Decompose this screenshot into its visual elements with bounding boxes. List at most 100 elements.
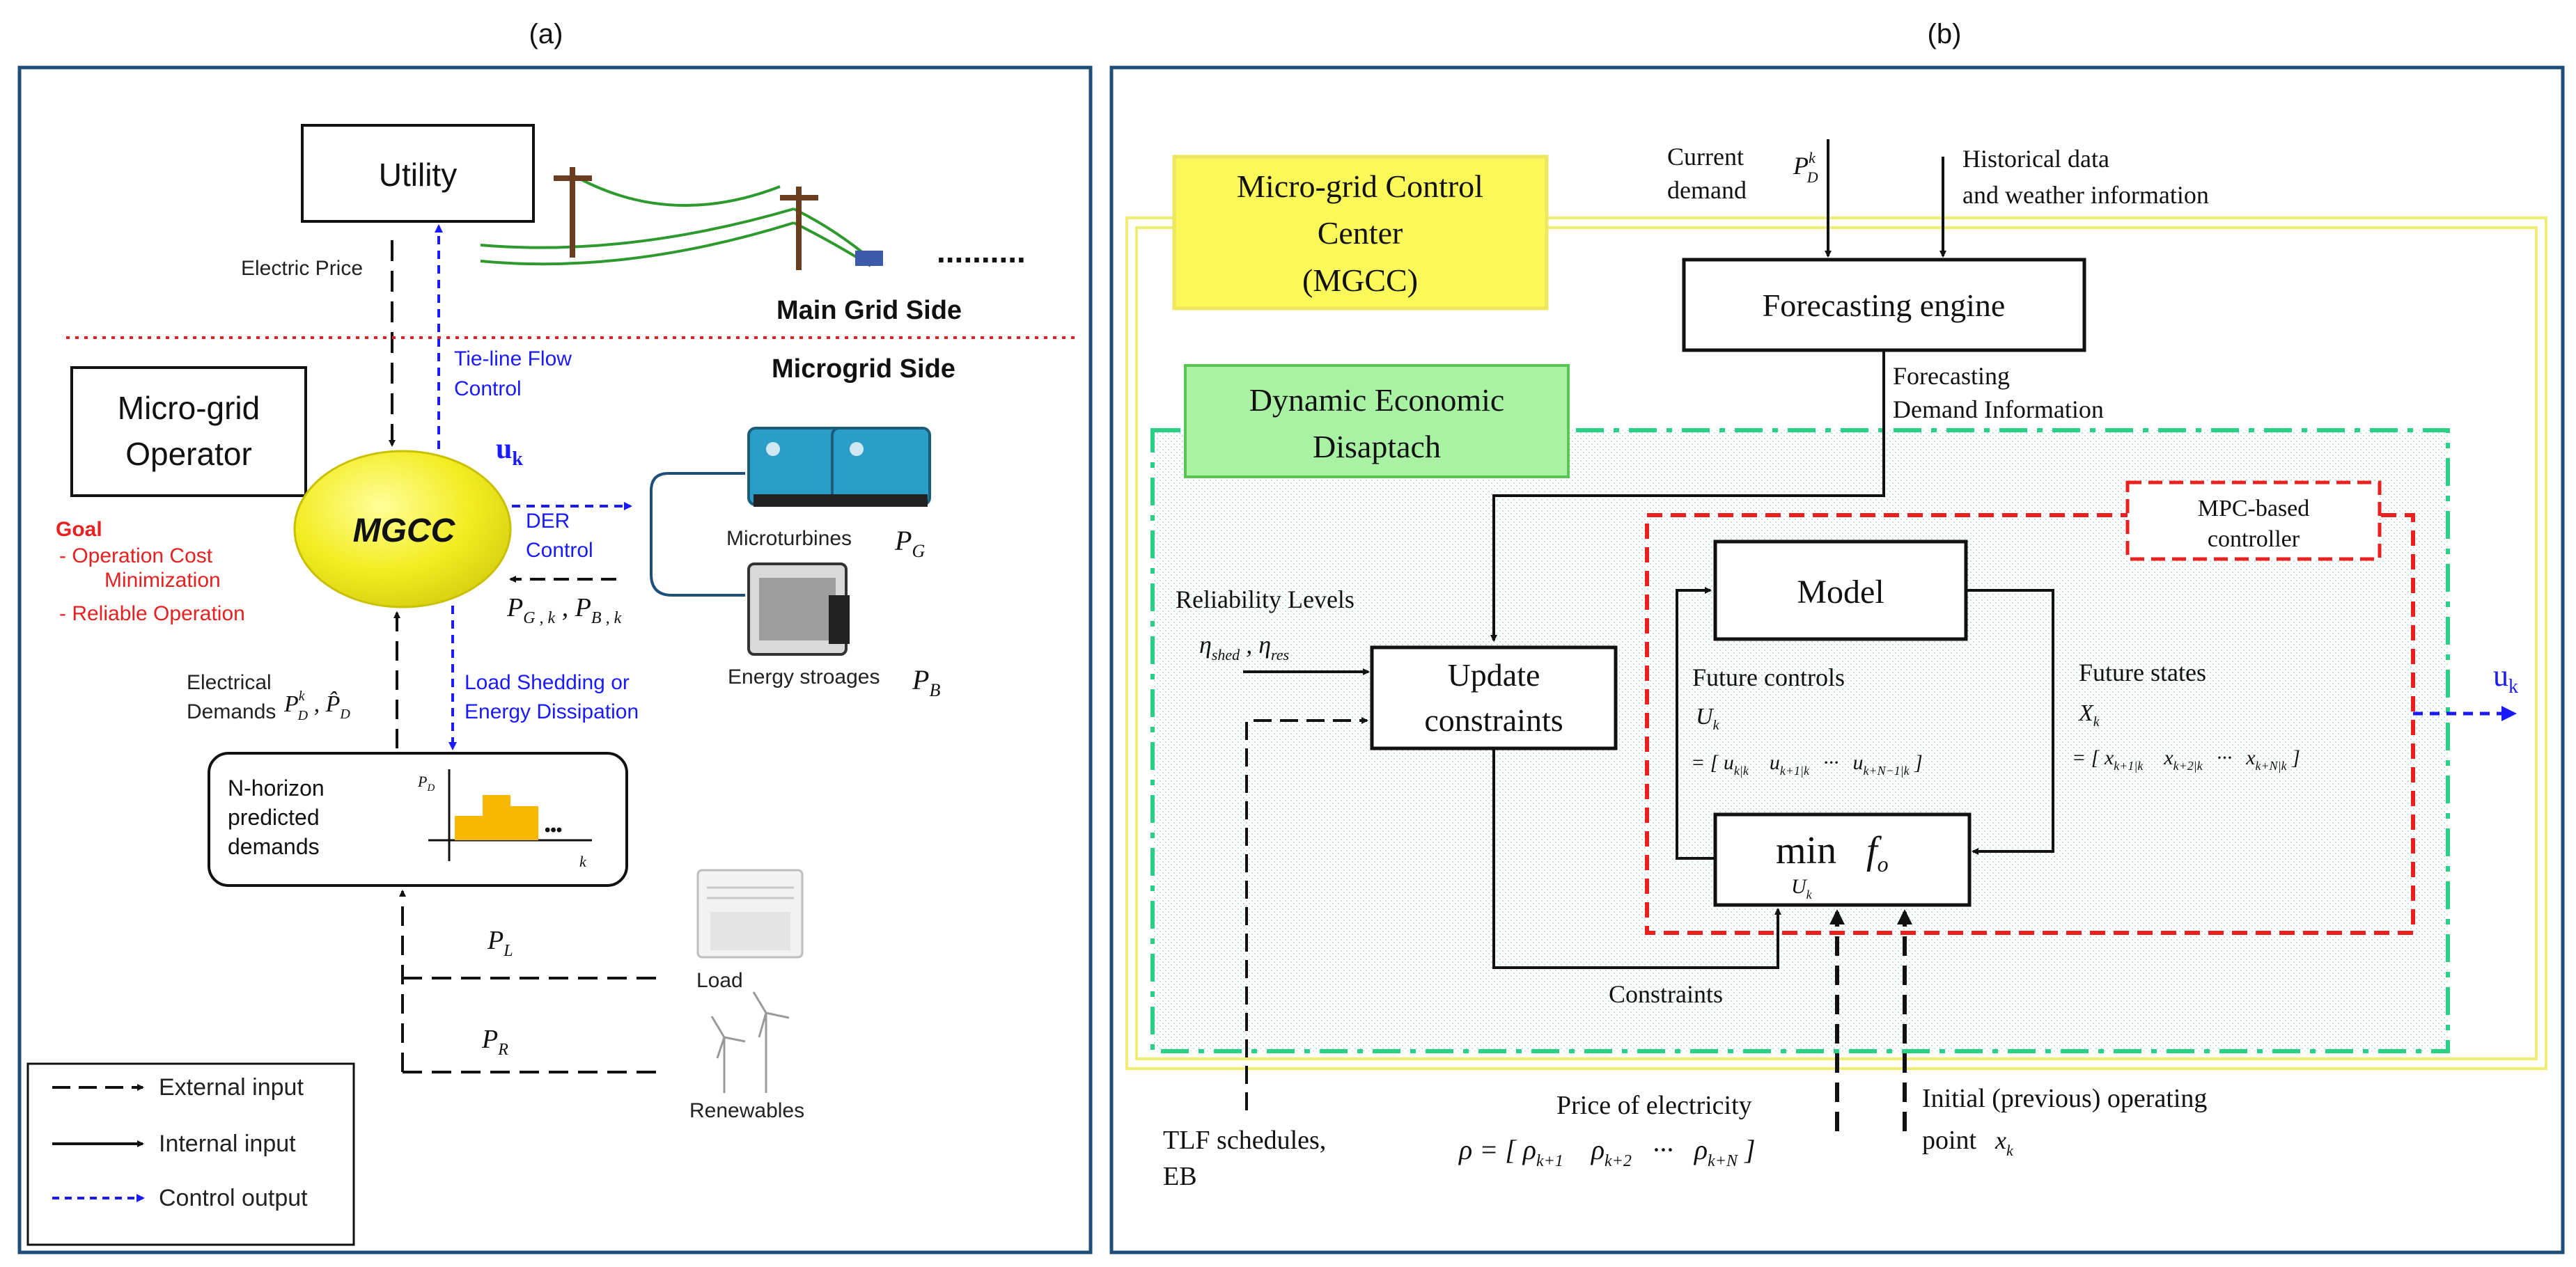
future-controls-label: Future controls [1692, 663, 1845, 691]
xk-label: xk [1995, 1126, 2014, 1159]
current-demand-label-1: Current [1667, 143, 1744, 171]
n-horizon-label-2: predicted [228, 805, 320, 830]
current-demand-label-2: demand [1667, 176, 1747, 204]
goal-item-1b: Minimization [104, 569, 221, 592]
reliability-label: Reliability Levels [1176, 585, 1355, 613]
panel-a-label: (a) [529, 19, 563, 49]
model-to-optimizer-arrow [1966, 589, 2054, 855]
goal-title: Goal [56, 518, 102, 541]
pr-label: PR [481, 1025, 508, 1059]
constraints-label: Constraints [1609, 980, 1723, 1008]
main-grid-side-label: Main Grid Side [776, 296, 962, 325]
utility-label: Utility [379, 157, 457, 193]
mgcc-ellipse [293, 450, 512, 608]
operator-label-1: Micro-grid [118, 390, 260, 426]
pg-label: PG [894, 525, 925, 561]
der-control-label-1: DER [526, 510, 570, 533]
utility-box [301, 124, 535, 223]
energy-storages-label: Energy stroages [728, 666, 880, 688]
der-control-label-2: Control [526, 539, 593, 562]
future-states-label: Future states [2079, 659, 2206, 686]
elec-demand-label-1: Electrical [187, 671, 272, 694]
load-label: Load [696, 969, 743, 992]
min-sub-label: Uk [1791, 875, 1813, 902]
renewables-label: Renewables [689, 1099, 804, 1122]
forecast-to-update-arrow [1490, 350, 1885, 642]
forecasting-info-label-1: Forecasting [1893, 362, 2010, 390]
pb-label: PB [912, 664, 940, 700]
forecasting-engine-label: Forecasting engine [1763, 288, 2006, 323]
tie-line-label-2: Control [454, 377, 522, 400]
air-conditioner-icon [696, 869, 804, 959]
mpc-region [1645, 513, 2415, 935]
wind-turbine-icon [710, 991, 790, 1093]
mgcc-box-label-3: (MGCC) [1302, 262, 1418, 298]
der-loop-line [650, 472, 745, 597]
xk-cap-label: Xk [2077, 700, 2100, 730]
battery-icon [747, 562, 850, 656]
uk-cap-label: Uk [1696, 704, 1720, 733]
min-label: min [1776, 829, 1836, 872]
initial-label-1: Initial (previous) operating [1922, 1084, 2207, 1113]
historical-label-2: and weather information [1962, 181, 2209, 209]
panel-a-frame [17, 65, 1093, 1254]
pl-label: PL [487, 926, 513, 960]
tie-line-label-1: Tie-line Flow [454, 347, 572, 370]
mgcc-box-label-1: Micro-grid Control [1237, 168, 1483, 204]
electric-price-label: Electric Price [241, 257, 363, 280]
power-lines-icon [480, 167, 883, 270]
microturbine-icon [747, 427, 931, 507]
tlf-label-2: EB [1163, 1162, 1197, 1191]
forecasting-info-label-2: Demand Information [1893, 395, 2104, 423]
uk-label-a: uk [496, 433, 523, 470]
n-horizon-box [208, 752, 628, 887]
goal-item-1: - Operation Cost [59, 544, 213, 567]
mini-pd-label: PD [417, 773, 435, 794]
microgrid-side-label: Microgrid Side [772, 354, 955, 384]
mini-k-label: k [579, 853, 587, 870]
legend-internal-label: Internal input [159, 1131, 296, 1157]
optimizer-box [1713, 812, 1972, 907]
mini-dots: ••• [545, 821, 562, 840]
operator-box [70, 366, 307, 497]
microturbines-label: Microturbines [726, 527, 852, 550]
initial-label-2: point [1922, 1126, 1977, 1155]
pgk-pbk-label: PG , k , PB , k [506, 593, 622, 627]
mpc-label-1: MPC-based [2198, 496, 2310, 521]
mpc-label-box [2125, 480, 2382, 561]
ded-label-2: Disaptach [1313, 429, 1441, 464]
load-shedding-label-1: Load Shedding or [465, 671, 630, 694]
mpc-label-2: controller [2208, 526, 2300, 552]
n-horizon-label-1: N-horizon [228, 776, 325, 801]
historical-label-1: Historical data [1962, 145, 2109, 173]
ded-box [1184, 364, 1570, 478]
legend-control-label: Control output [159, 1185, 308, 1211]
legend-box [26, 1062, 355, 1246]
uk-output-label: uk [2493, 659, 2518, 698]
constraints-arrow [1492, 748, 1781, 969]
demand-mini-chart [428, 769, 592, 861]
elec-demand-label-2: Demands [187, 700, 276, 723]
eta-label: ηshed , ηres [1199, 631, 1289, 663]
goal-item-2: - Reliable Operation [59, 602, 245, 625]
panel-b-label: (b) [1928, 19, 1962, 49]
update-constraints-box [1370, 645, 1618, 750]
mgcc-box-label-2: Center [1318, 215, 1403, 251]
tlf-label-1: TLF schedules, [1163, 1126, 1326, 1155]
mgcc-box [1172, 155, 1549, 310]
n-horizon-label-3: demands [228, 834, 320, 859]
forecasting-engine-box [1682, 258, 2086, 352]
panel-b-frame [1109, 65, 2565, 1254]
update-label-2: constraints [1424, 702, 1563, 738]
legend-external-label: External input [159, 1074, 304, 1101]
update-label-1: Update [1448, 657, 1540, 693]
price-label: Price of electricity [1556, 1091, 1752, 1120]
operator-label-2: Operator [125, 436, 252, 472]
load-shedding-label-2: Energy Dissipation [465, 700, 639, 723]
optimizer-to-model-arrow [1676, 587, 1715, 860]
